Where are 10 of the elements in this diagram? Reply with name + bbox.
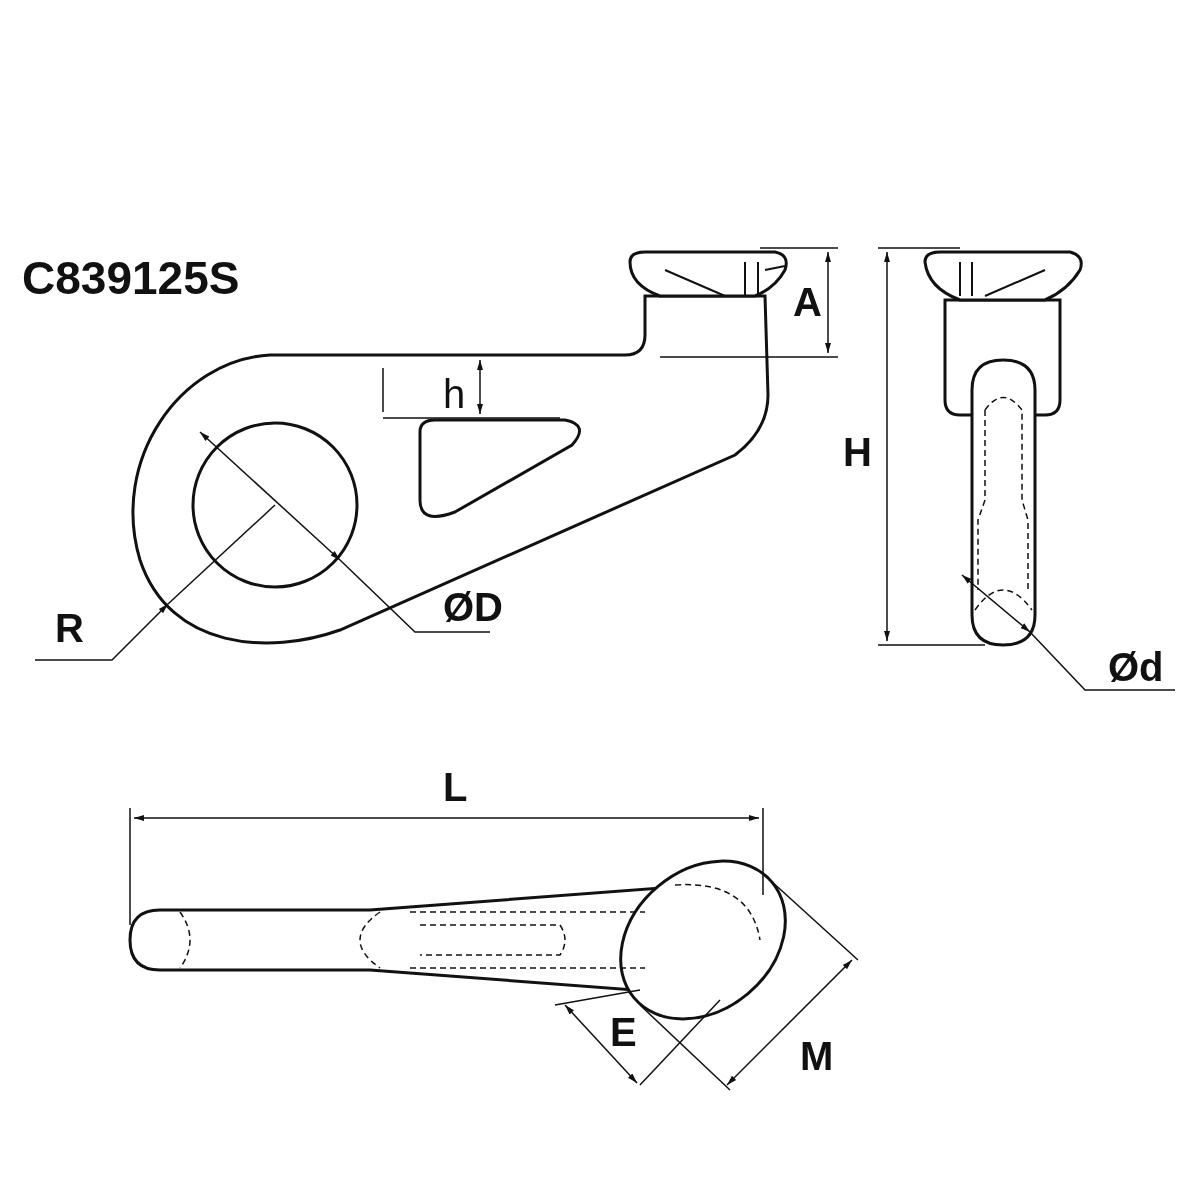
part-number-title: C839125S [22,255,240,301]
dimension-label: L [443,767,468,807]
dimension-label: M [800,1036,834,1076]
dimension-label: ØD [443,587,503,627]
dimension-label: E [610,1012,637,1052]
dimension-label: R [55,608,84,648]
dimension-label: H [843,432,872,472]
dimension-label: A [793,282,822,322]
dimension-label: h [443,374,466,414]
dimension-label: Ød [1108,647,1164,687]
